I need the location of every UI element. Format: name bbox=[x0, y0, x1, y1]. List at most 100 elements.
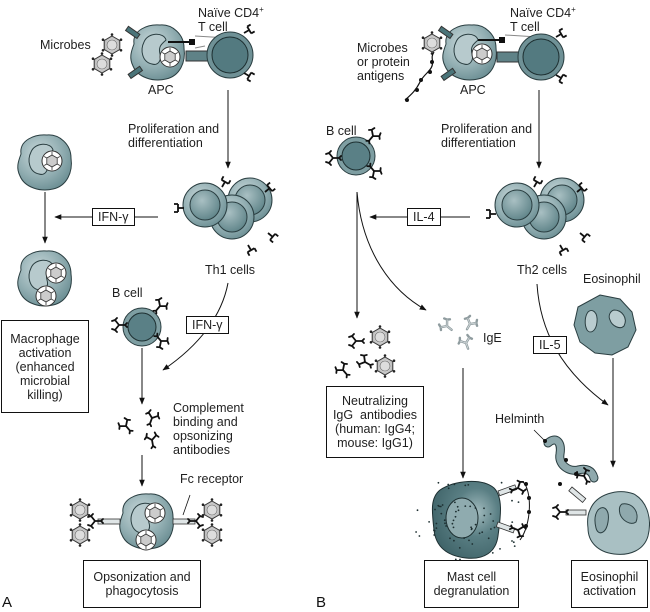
proliferation-line2: differentiation bbox=[441, 136, 516, 150]
naive-t-cell-label: Naïve CD4+ T cell bbox=[198, 4, 264, 34]
microbe-icon bbox=[374, 353, 396, 379]
granule-dot bbox=[454, 515, 457, 518]
naive-t-cell-line2: T cell bbox=[510, 20, 540, 34]
outcome-opsonization-phagocytosis: Opsonization and phagocytosis bbox=[83, 560, 201, 608]
b7-ligand-icon bbox=[189, 39, 195, 45]
activated-eosinophil-icon bbox=[552, 465, 650, 555]
outcome-line: Mast cell bbox=[446, 570, 497, 584]
granule-dot bbox=[512, 541, 515, 544]
granule-dot bbox=[478, 532, 481, 535]
microbe-icon bbox=[69, 522, 91, 548]
helminth-label: Helminth bbox=[495, 412, 545, 426]
granule-dot bbox=[491, 552, 494, 554]
granule-dot bbox=[489, 513, 492, 515]
granule-dot bbox=[433, 530, 436, 532]
granule-dot bbox=[440, 512, 443, 515]
complement-line2: binding and bbox=[173, 415, 238, 429]
proliferation-line1: Proliferation and bbox=[441, 122, 533, 136]
naive-t-cell-icon bbox=[517, 33, 565, 81]
granule-dot bbox=[434, 508, 436, 511]
granule-dot bbox=[482, 521, 485, 524]
granule-dot bbox=[435, 527, 438, 529]
granule-dot bbox=[437, 481, 440, 484]
engulfed-microbe-icon bbox=[135, 529, 157, 551]
outcome-line: degranulation bbox=[433, 584, 510, 598]
granule-dot bbox=[513, 545, 516, 547]
granule-dot bbox=[447, 483, 450, 486]
granule-dot bbox=[453, 539, 455, 542]
ige-antibodies-icon bbox=[435, 313, 481, 353]
naive-t-cell-line1: Naïve CD4 bbox=[510, 6, 572, 20]
cytokine-il-4: IL-4 bbox=[407, 208, 441, 226]
engulfed-microbe-icon bbox=[45, 262, 67, 284]
outcome-line: Macrophage bbox=[10, 331, 80, 346]
microbe-icon bbox=[369, 324, 391, 350]
granule-dot bbox=[474, 507, 477, 509]
outcome-line: activation bbox=[583, 584, 636, 598]
th1-cells-icon bbox=[173, 175, 280, 257]
th2-cells-label: Th2 cells bbox=[517, 263, 568, 277]
engulfed-microbe-icon bbox=[35, 285, 57, 307]
naive-t-cell-icon bbox=[206, 31, 254, 79]
ige-label: IgE bbox=[483, 331, 502, 345]
granule-dot bbox=[456, 505, 459, 508]
microbes-line3: antigens bbox=[357, 69, 405, 83]
b-cell-label-a: B cell bbox=[112, 286, 143, 300]
granule-dot bbox=[428, 521, 430, 523]
granule-dot bbox=[470, 527, 473, 530]
outcome-mast-cell-degranulation: Mast cell degranulation bbox=[424, 560, 519, 608]
naive-t-cell-line1: Naïve CD4 bbox=[198, 6, 260, 20]
granule-dot bbox=[469, 505, 472, 508]
cytokine-il-5: IL-5 bbox=[533, 336, 567, 354]
outcome-line: killing) bbox=[27, 387, 63, 402]
cytokine-ifn-gamma-macrophage: IFN-γ bbox=[92, 208, 135, 226]
granule-dot bbox=[457, 509, 460, 512]
granule-dot bbox=[452, 526, 455, 529]
opsonizing-antibodies-icon bbox=[115, 408, 162, 450]
engulfed-microbe-icon bbox=[144, 502, 166, 524]
granule-dot bbox=[455, 510, 457, 513]
outcome-line: mouse: IgG1) bbox=[337, 436, 413, 450]
granule-dot bbox=[483, 514, 486, 517]
granule-dot bbox=[511, 521, 514, 523]
complement-line1: Complement bbox=[173, 401, 244, 415]
outcome-line: activation bbox=[18, 345, 72, 360]
granule-dot bbox=[433, 534, 436, 536]
engulfed-microbe-icon bbox=[159, 46, 181, 68]
microbes-antigens-label: Microbes or protein antigens bbox=[357, 41, 410, 83]
outcome-line: Eosinophil bbox=[580, 570, 639, 584]
granule-dot bbox=[481, 531, 484, 534]
fc-receptor-leader bbox=[182, 494, 191, 516]
granule-dot bbox=[443, 519, 446, 522]
microbes-line1: Microbes bbox=[357, 41, 408, 55]
proliferation-label-a: Proliferation and differentiation bbox=[128, 122, 219, 150]
granule-dot bbox=[499, 548, 501, 550]
granule-dot bbox=[464, 505, 467, 507]
microbe-icon bbox=[201, 522, 223, 548]
naive-t-cell-sup: + bbox=[259, 4, 264, 14]
mhc-tcr-icon bbox=[496, 51, 520, 63]
cytokine-ifn-gamma-b-cell: IFN-γ bbox=[186, 316, 229, 334]
proliferation-line2: differentiation bbox=[128, 136, 203, 150]
naive-t-cell-line2: T cell bbox=[198, 20, 228, 34]
granule-dot bbox=[492, 520, 495, 522]
granule-dot bbox=[415, 531, 417, 533]
panel-letter-b: B bbox=[316, 594, 327, 611]
granule-dot bbox=[454, 501, 456, 504]
granule-dot bbox=[517, 501, 520, 503]
granule-dot bbox=[416, 509, 419, 512]
helminth-leader bbox=[533, 429, 546, 442]
fc-receptor-label: Fc receptor bbox=[180, 472, 244, 486]
granule-dot bbox=[511, 540, 513, 542]
granule-dot bbox=[493, 526, 496, 529]
granule-dot bbox=[441, 504, 444, 506]
granule-dot bbox=[418, 535, 421, 537]
granule-dot bbox=[500, 481, 503, 484]
arrow-b-cell-ige bbox=[356, 191, 427, 311]
microbe-icon bbox=[201, 497, 223, 523]
microbe-icon bbox=[69, 497, 91, 523]
b-cell-label-b: B cell bbox=[326, 124, 357, 138]
complement-label: Complement binding and opsonizing antibo… bbox=[173, 401, 244, 457]
granule-dot bbox=[437, 504, 440, 507]
